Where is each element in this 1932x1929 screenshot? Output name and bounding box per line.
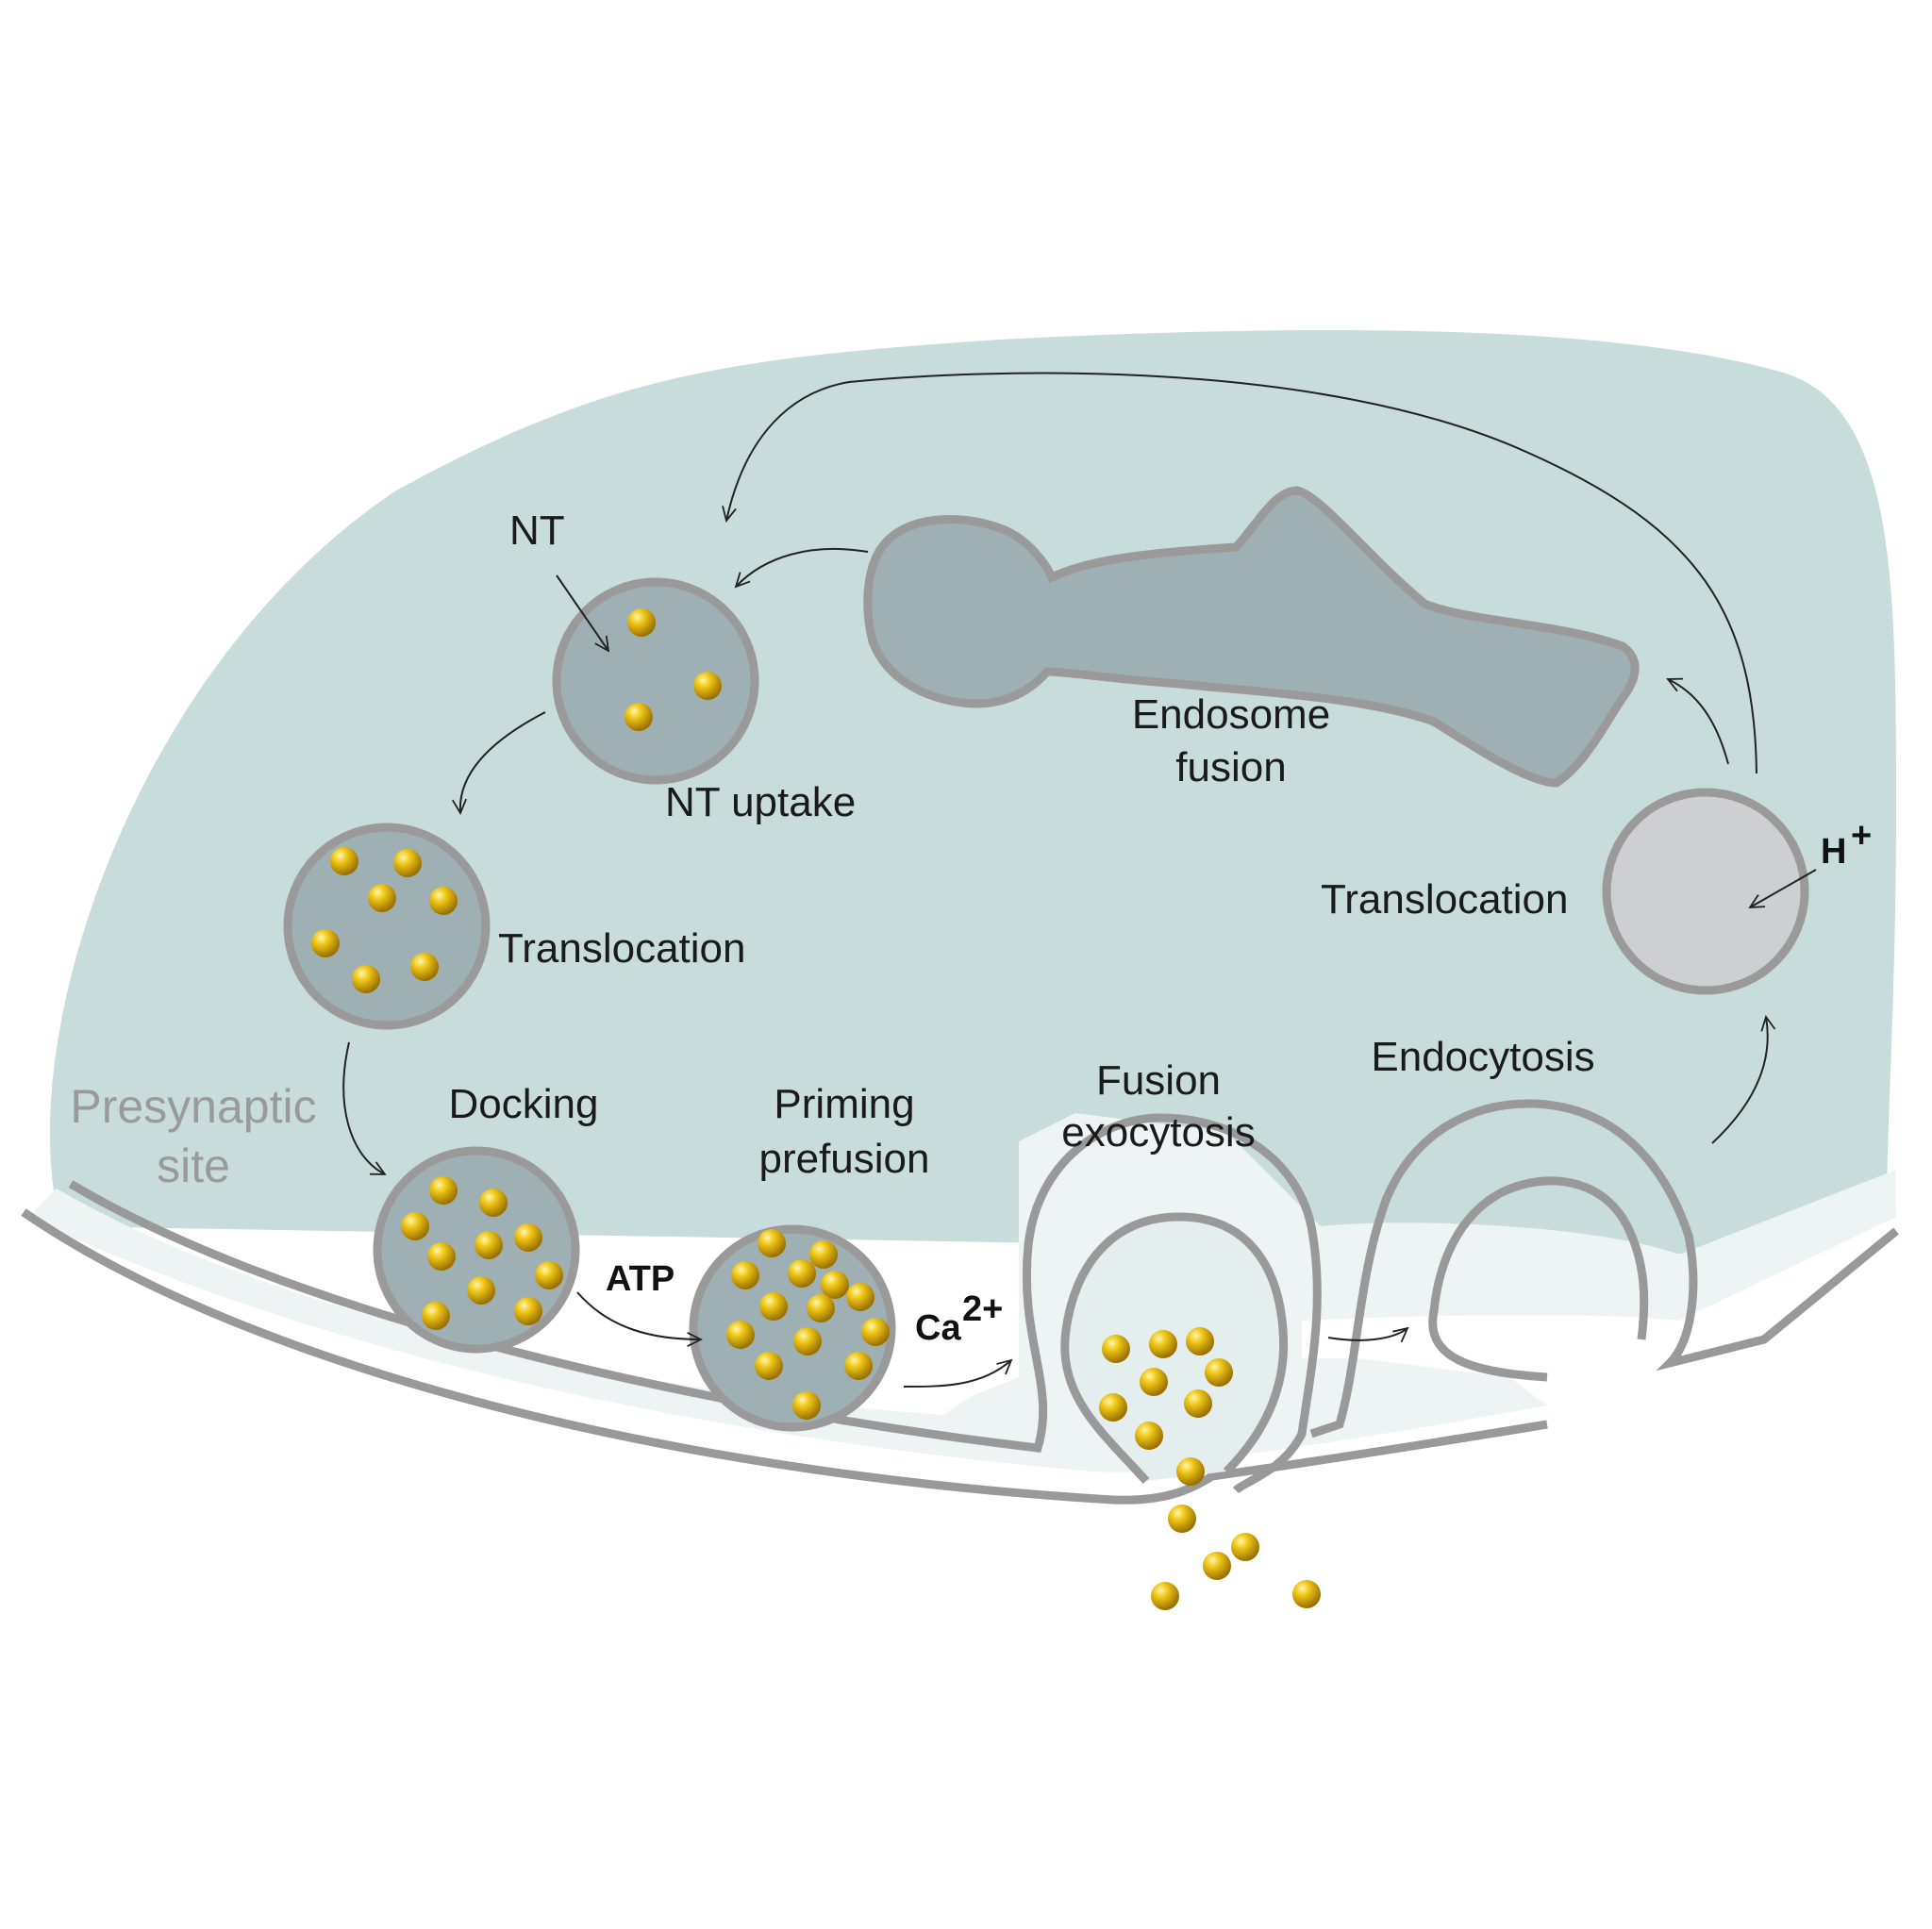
neurotransmitter-sphere (693, 672, 722, 700)
plasma-membrane-inner (68, 1113, 1322, 1494)
arrow-h-plus-entry (1750, 869, 1817, 907)
neurotransmitter-sphere (475, 1231, 503, 1259)
neurotransmitter-sphere (467, 1276, 495, 1305)
neurotransmitter-sphere (1102, 1335, 1130, 1363)
neurotransmitter-sphere (758, 1229, 786, 1257)
neurotransmitter-sphere (844, 1352, 873, 1380)
neurotransmitter-sphere (393, 849, 422, 877)
neurotransmitter-sphere (1203, 1552, 1231, 1580)
neurotransmitter-sphere (535, 1261, 563, 1289)
arrow-endosome-to-nt-uptake (736, 547, 869, 587)
label-ca: Ca (915, 1308, 961, 1348)
label-nt-uptake: NT uptake (665, 779, 856, 825)
arrow-docking-to-priming (576, 1291, 701, 1339)
arrow-nt-uptake-to-translocation (460, 711, 546, 813)
neurotransmitter-sphere (861, 1318, 890, 1346)
arrow-recycling-long (726, 372, 1757, 774)
vesicle-endocytosed-empty (1602, 788, 1809, 995)
neurotransmitter-sphere (514, 1223, 542, 1252)
label-h-plus: H (1821, 832, 1846, 872)
label-endocytosis: Endocytosis (1371, 1034, 1594, 1080)
arrow-nt-entry (556, 574, 608, 651)
endocytic-pit-inner (1428, 1176, 1649, 1382)
neurotransmitter-sphere (1135, 1422, 1163, 1450)
neurotransmitter-sphere (793, 1327, 822, 1355)
neurotransmitter-sphere (788, 1259, 816, 1288)
neurotransmitter-sphere (1176, 1457, 1205, 1486)
label-nt: NT (509, 507, 565, 554)
neurotransmitter-sphere (1149, 1330, 1177, 1358)
arrow-translocation-to-docking (342, 1041, 385, 1174)
neurotransmitter-sphere (479, 1189, 508, 1217)
neurotransmitter-sphere (422, 1302, 450, 1330)
neurotransmitter-sphere (731, 1261, 759, 1289)
label-translocation-left: Translocation (498, 925, 746, 972)
nt-uptake-neurotransmitters (625, 608, 722, 731)
neurotransmitter-sphere (1186, 1327, 1214, 1355)
neurotransmitter-sphere (755, 1352, 783, 1380)
neurotransmitter-sphere (821, 1271, 849, 1299)
label-docking: Docking (449, 1081, 599, 1127)
vesicle-priming (689, 1224, 896, 1432)
label-endosome: Endosome (1132, 691, 1330, 738)
neurotransmitter-sphere (401, 1212, 429, 1240)
label-site: site (157, 1139, 230, 1192)
neurotransmitter-sphere (1184, 1389, 1212, 1418)
label-h-plus-superscript: + (1851, 816, 1872, 856)
neurotransmitter-sphere (1140, 1368, 1168, 1396)
neurotransmitter-sphere (514, 1297, 542, 1325)
neurotransmitter-sphere (846, 1283, 874, 1311)
plasma-membrane-outer (21, 1208, 1548, 1505)
neurotransmitter-sphere (330, 847, 358, 875)
neurotransmitter-sphere (625, 703, 653, 731)
neurotransmitter-sphere (368, 884, 396, 912)
label-fusion-step: Fusion (1096, 1057, 1221, 1104)
plasma-membrane-band (28, 1113, 1896, 1472)
neurotransmitter-sphere (311, 929, 340, 957)
arrow-vesicle-to-endosome (1668, 679, 1729, 765)
endosome (863, 486, 1640, 788)
translocation-neurotransmitters (311, 847, 458, 993)
vesicle-translocation-filled (283, 823, 491, 1030)
neurotransmitter-sphere (1168, 1505, 1196, 1533)
label-fusion: fusion (1175, 744, 1286, 790)
neurotransmitter-sphere (1151, 1582, 1179, 1610)
neurotransmitter-sphere (807, 1294, 835, 1322)
neurotransmitter-sphere (792, 1391, 821, 1420)
endocytic-pit (1309, 1099, 1899, 1438)
neurotransmitter-sphere (809, 1240, 838, 1269)
neurotransmitter-sphere (759, 1292, 788, 1321)
arrow-fusion-to-endocytosis (1327, 1328, 1407, 1340)
label-presynaptic: Presynaptic (70, 1080, 316, 1133)
neurotransmitter-sphere (1292, 1580, 1321, 1608)
docking-neurotransmitters (401, 1176, 563, 1330)
arrow-endocytosis-to-vesicle (1711, 1017, 1768, 1144)
neurotransmitter-sphere (1231, 1533, 1259, 1561)
neurotransmitter-sphere (1205, 1358, 1233, 1387)
label-translocation-right: Translocation (1321, 876, 1569, 923)
arrow-priming-to-fusion (903, 1360, 1011, 1388)
vesicle-nt-uptake (552, 577, 759, 785)
priming-neurotransmitters (726, 1229, 890, 1420)
label-prefusion: prefusion (758, 1136, 929, 1182)
released-neurotransmitters (1099, 1327, 1321, 1610)
neurotransmitter-sphere (1099, 1393, 1127, 1422)
neurotransmitter-sphere (627, 608, 656, 637)
label-priming: Priming (774, 1081, 914, 1127)
label-atp: ATP (606, 1259, 675, 1299)
neurotransmitter-sphere (352, 965, 380, 993)
neurotransmitter-sphere (427, 1242, 456, 1271)
label-ca-superscript: 2+ (962, 1289, 1003, 1329)
neurotransmitter-sphere (410, 953, 439, 981)
neurotransmitter-sphere (429, 887, 458, 915)
label-exocytosis: exocytosis (1061, 1109, 1255, 1156)
presynaptic-terminal-body (49, 329, 1896, 1256)
neurotransmitter-sphere (429, 1176, 458, 1205)
neurotransmitter-sphere (726, 1321, 755, 1349)
